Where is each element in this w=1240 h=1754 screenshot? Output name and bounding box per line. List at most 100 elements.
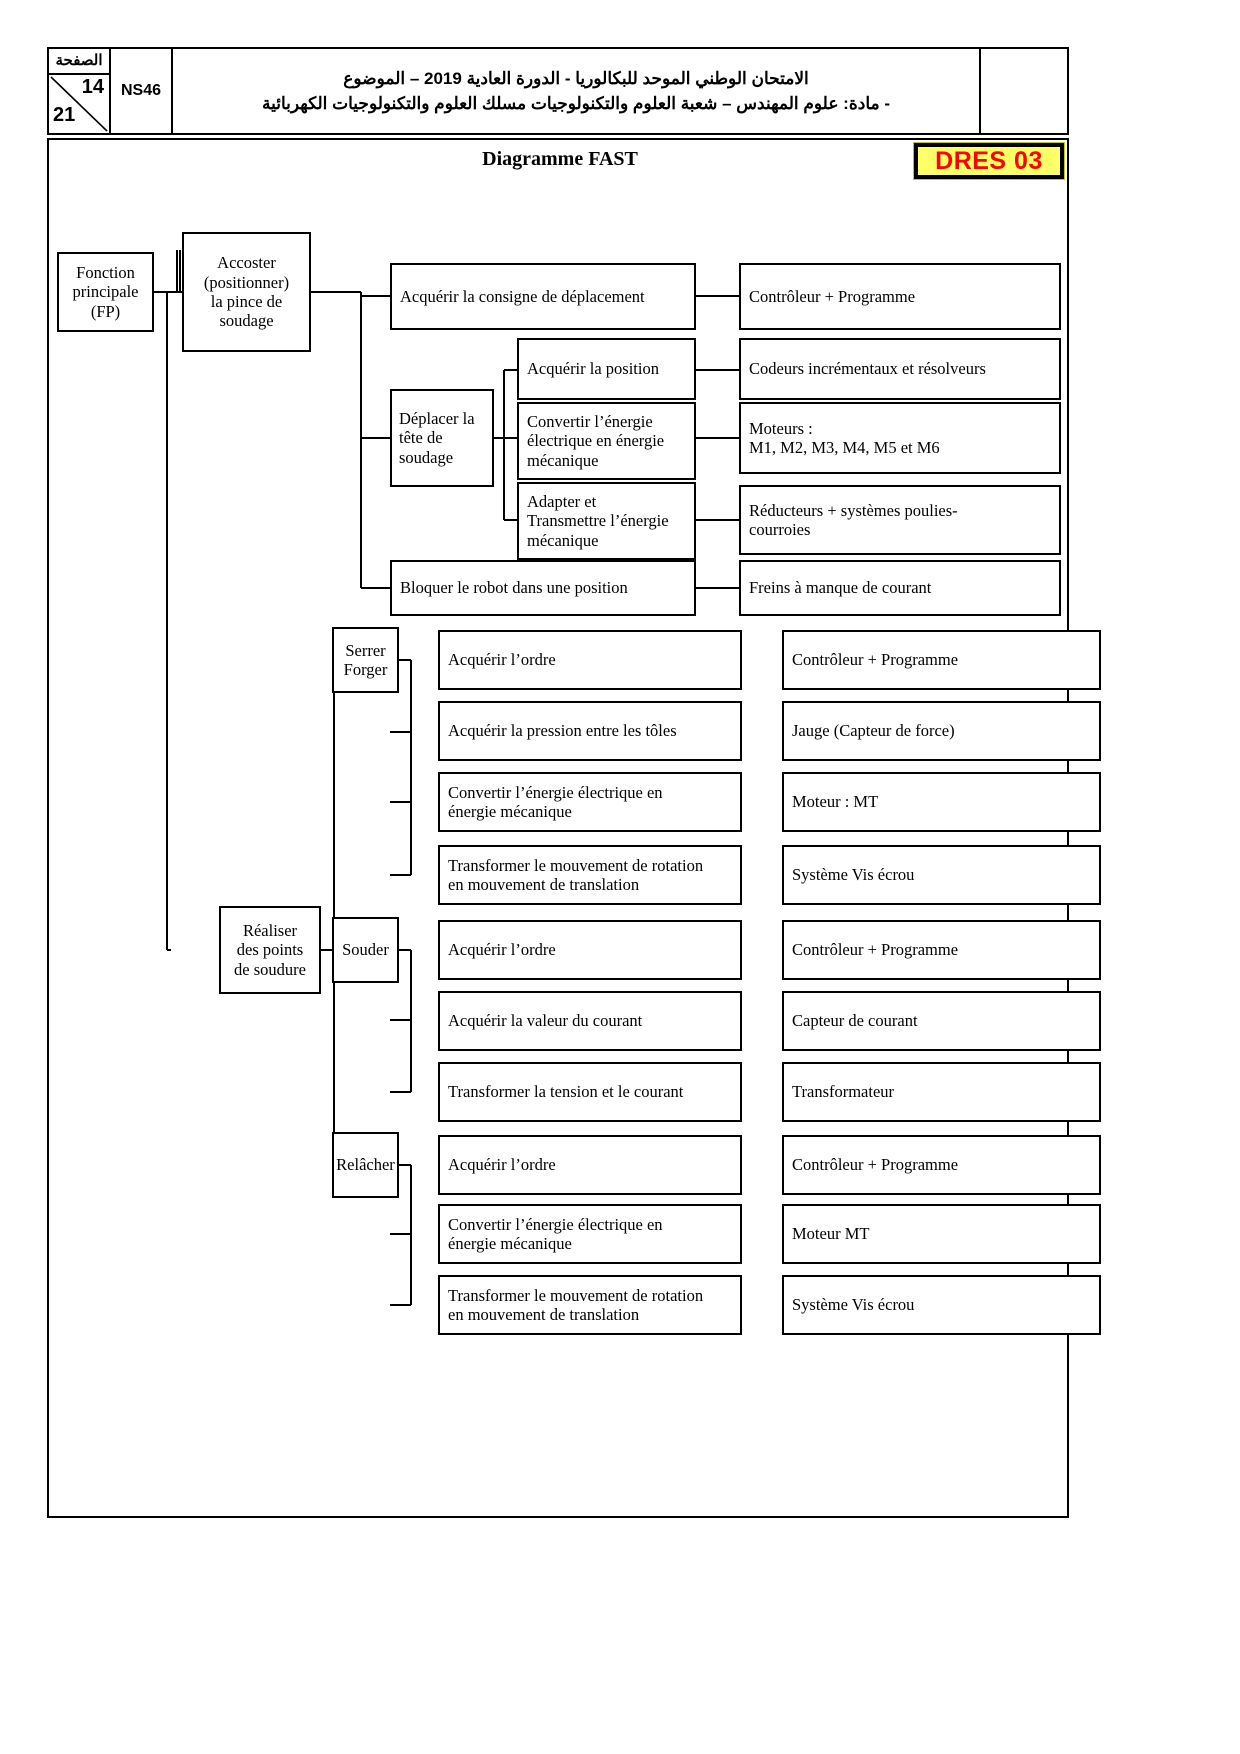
sol-text: Moteur MT: [792, 1224, 870, 1244]
sol-line-2: M1, M2, M3, M4, M5 et M6: [749, 438, 940, 457]
node-solution-reducteurs[interactable]: Réducteurs + systèmes poulies- courroies: [739, 485, 1061, 555]
diagonal-divider: [49, 75, 109, 133]
node-function-convertir-energie-relacher[interactable]: Convertir l’énergie électrique en énergi…: [438, 1204, 742, 1264]
exam-title-line-2: - مادة: علوم المهندس – شعبة العلوم والتك…: [262, 94, 890, 113]
rps-line-2: des points: [236, 940, 304, 960]
node-function-deplacer-tete[interactable]: Déplacer la tête de soudage: [390, 389, 494, 487]
node-solution-vis-ecrou-2[interactable]: Système Vis écrou: [782, 1275, 1101, 1335]
fn-text: Acquérir l’ordre: [448, 940, 556, 960]
fn-line-1: Déplacer la: [399, 409, 475, 429]
node-subfunction-acquerir-position[interactable]: Acquérir la position: [517, 338, 696, 400]
accoster-line-2: (positionner): [203, 272, 290, 292]
node-solution-controleur-programme-1[interactable]: Contrôleur + Programme: [739, 263, 1061, 330]
fn-line-1: Transformer le mouvement de rotation: [448, 1285, 704, 1305]
node-function-transformer-tension-courant[interactable]: Transformer la tension et le courant: [438, 1062, 742, 1122]
node-branch-accoster[interactable]: Accoster (positionner) la pince de souda…: [182, 232, 311, 352]
fn-text: Transformer la tension et le courant: [448, 1082, 684, 1102]
node-solution-moteur-mt-1[interactable]: Moteur : MT: [782, 772, 1101, 832]
subfn-line-3: mécanique: [527, 530, 599, 550]
node-solution-transformateur[interactable]: Transformateur: [782, 1062, 1101, 1122]
fn-line-2: en mouvement de translation: [448, 1305, 640, 1324]
page-current: 14: [81, 76, 104, 98]
header-blank-cell: [981, 49, 1067, 133]
node-function-acquerir-ordre-serrer[interactable]: Acquérir l’ordre: [438, 630, 742, 690]
fn-text: Bloquer le robot dans une position: [400, 578, 628, 598]
fn-line-3: soudage: [399, 447, 454, 467]
sol-line-2: courroies: [749, 520, 811, 539]
exam-title-line-1: الامتحان الوطني الموحد للبكالوريا - الدو…: [343, 68, 809, 88]
node-solution-controleur-programme-3[interactable]: Contrôleur + Programme: [782, 920, 1101, 980]
node-branch-serrer-forger[interactable]: Serrer Forger: [332, 627, 399, 693]
subfn-line-2: Transmettre l’énergie: [527, 511, 669, 531]
fn-line-1: Convertir l’énergie électrique en: [448, 1214, 663, 1234]
fn-line-2: énergie mécanique: [448, 1234, 572, 1253]
fn-text: Acquérir la consigne de déplacement: [400, 286, 645, 306]
sol-text: Freins à manque de courant: [749, 578, 932, 598]
accoster-line-1: Accoster: [217, 253, 276, 273]
node-function-convertir-energie-serrer[interactable]: Convertir l’énergie électrique en énergi…: [438, 772, 742, 832]
souder-line-1: Souder: [342, 940, 389, 960]
fn-text: Acquérir la valeur du courant: [448, 1011, 643, 1031]
node-solution-controleur-programme-4[interactable]: Contrôleur + Programme: [782, 1135, 1101, 1195]
node-function-bloquer-robot[interactable]: Bloquer le robot dans une position: [390, 560, 696, 616]
sol-text: Jauge (Capteur de force): [792, 721, 955, 741]
subfn-line-1: Convertir l’énergie: [527, 412, 653, 432]
sol-text: Système Vis écrou: [792, 865, 915, 885]
page-number-cell: الصفحة 14 21: [49, 49, 111, 133]
subfn-line-3: mécanique: [527, 450, 599, 470]
fn-line-2: tête de: [399, 428, 443, 448]
node-solution-vis-ecrou-1[interactable]: Système Vis écrou: [782, 845, 1101, 905]
sol-line-1: Moteurs :: [749, 418, 813, 438]
sol-text: Contrôleur + Programme: [749, 286, 916, 306]
exam-title: الامتحان الوطني الموحد للبكالوريا - الدو…: [173, 49, 981, 133]
fn-line-2: énergie mécanique: [448, 802, 572, 821]
relacher-line-1: Relâcher: [336, 1155, 395, 1175]
sol-text: Système Vis écrou: [792, 1295, 915, 1315]
node-fonction-principale[interactable]: Fonction principale (FP): [57, 252, 154, 332]
sol-text: Capteur de courant: [792, 1011, 918, 1031]
node-function-acquerir-valeur-courant[interactable]: Acquérir la valeur du courant: [438, 991, 742, 1051]
diagram-frame: Diagramme FAST DRES 03: [47, 138, 1101, 1518]
accoster-line-4: soudage: [219, 311, 274, 331]
node-branch-relacher[interactable]: Relâcher: [332, 1132, 399, 1198]
node-solution-controleur-programme-2[interactable]: Contrôleur + Programme: [782, 630, 1101, 690]
subfn-text: Acquérir la position: [527, 359, 659, 379]
fn-text: Acquérir l’ordre: [448, 650, 556, 670]
node-function-acquerir-ordre-souder[interactable]: Acquérir l’ordre: [438, 920, 742, 980]
node-function-acquerir-pression[interactable]: Acquérir la pression entre les tôles: [438, 701, 742, 761]
node-function-acquerir-ordre-relacher[interactable]: Acquérir l’ordre: [438, 1135, 742, 1195]
node-realiser-points-soudure[interactable]: Réaliser des points de soudure: [219, 906, 321, 994]
fast-diagram: Fonction principale (FP) Accoster (posit…: [49, 140, 1101, 1516]
fn-text: Acquérir la pression entre les tôles: [448, 721, 677, 741]
node-function-transformer-mouvement-serrer[interactable]: Transformer le mouvement de rotation en …: [438, 845, 742, 905]
serrer-line-1: Serrer: [345, 640, 386, 660]
fn-text: Acquérir l’ordre: [448, 1155, 556, 1175]
sol-line-1: Réducteurs + systèmes poulies-: [749, 500, 958, 520]
fp-line-1: Fonction: [76, 263, 135, 283]
node-solution-codeurs[interactable]: Codeurs incrémentaux et résolveurs: [739, 338, 1061, 400]
node-solution-jauge[interactable]: Jauge (Capteur de force): [782, 701, 1101, 761]
page-title: Diagramme FAST: [482, 148, 638, 170]
node-function-transformer-mouvement-relacher[interactable]: Transformer le mouvement de rotation en …: [438, 1275, 742, 1335]
node-solution-moteur-mt-2[interactable]: Moteur MT: [782, 1204, 1101, 1264]
node-subfunction-convertir-energie-1[interactable]: Convertir l’énergie électrique en énergi…: [517, 402, 696, 480]
node-branch-souder[interactable]: Souder: [332, 917, 399, 983]
sol-text: Contrôleur + Programme: [792, 940, 959, 960]
fp-line-3: (FP): [90, 301, 121, 321]
node-solution-moteurs[interactable]: Moteurs : M1, M2, M3, M4, M5 et M6: [739, 402, 1061, 474]
subfn-line-1: Adapter et: [527, 492, 597, 512]
sol-text: Contrôleur + Programme: [792, 650, 959, 670]
fn-line-1: Transformer le mouvement de rotation: [448, 855, 704, 875]
sol-text: Transformateur: [792, 1082, 895, 1102]
sol-text: Codeurs incrémentaux et résolveurs: [749, 359, 986, 379]
node-function-acquerir-consigne[interactable]: Acquérir la consigne de déplacement: [390, 263, 696, 330]
subfn-line-2: électrique en énergie: [527, 431, 665, 451]
sol-text: Moteur : MT: [792, 792, 879, 812]
node-solution-capteur-courant[interactable]: Capteur de courant: [782, 991, 1101, 1051]
fp-line-2: principale: [72, 282, 139, 302]
node-subfunction-adapter-transmettre[interactable]: Adapter et Transmettre l’énergie mécaniq…: [517, 482, 696, 560]
rps-line-1: Réaliser: [242, 921, 298, 941]
dres-badge: DRES 03: [913, 142, 1065, 180]
fn-line-2: en mouvement de translation: [448, 875, 640, 894]
node-solution-freins[interactable]: Freins à manque de courant: [739, 560, 1061, 616]
